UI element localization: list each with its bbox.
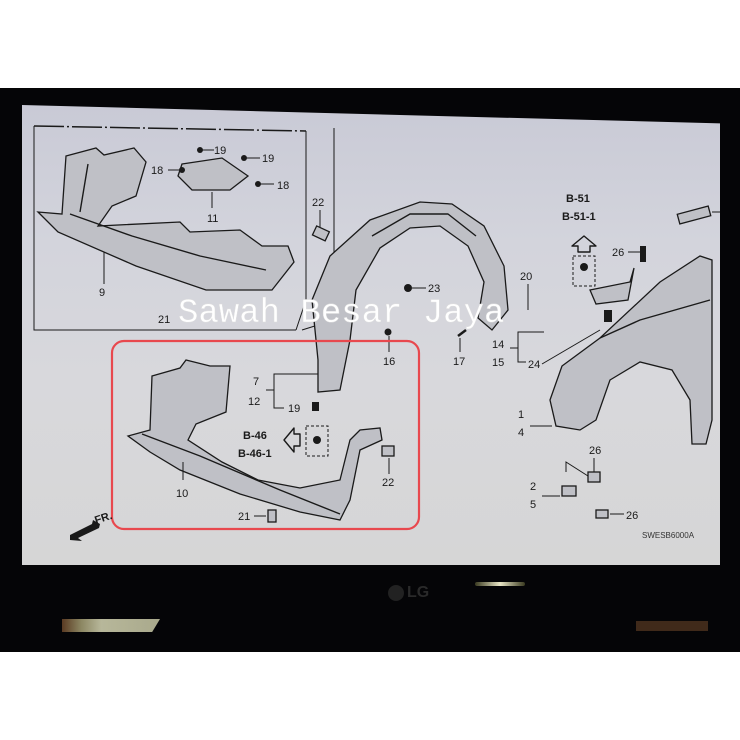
reference-b46-label: B-46 bbox=[243, 430, 267, 442]
callout-17: 17 bbox=[453, 356, 465, 368]
arrow-front-icon bbox=[70, 520, 100, 541]
callout-4: 4 bbox=[518, 427, 524, 439]
lg-logo: LG bbox=[388, 584, 429, 602]
callout-16: 16 bbox=[383, 356, 395, 368]
callout-22: 22 bbox=[312, 197, 324, 209]
callout-19: 19 bbox=[262, 153, 274, 165]
callout-21: 21 bbox=[238, 511, 250, 523]
under-cover-part-9 bbox=[36, 147, 295, 291]
callout-11: 11 bbox=[207, 213, 218, 225]
callout-20: 20 bbox=[520, 271, 532, 283]
callout-7: 7 bbox=[253, 376, 259, 388]
arrow-up-icon bbox=[571, 235, 597, 253]
bolt-22-top: 22 bbox=[311, 197, 331, 242]
watermark-text: Sawah Besar Jaya bbox=[178, 295, 504, 333]
callout-9: 9 bbox=[99, 287, 105, 299]
callout-22: 22 bbox=[382, 477, 394, 489]
cover-plate-part-11 bbox=[177, 157, 250, 191]
lg-brand-text: LG bbox=[407, 584, 430, 601]
callout-5: 5 bbox=[530, 499, 536, 511]
callout-15: 15 bbox=[492, 357, 504, 369]
front-fender: 26 1 4 26 2 5 26 SWESB6000A bbox=[518, 205, 720, 540]
callout-26: 26 bbox=[612, 247, 624, 259]
top-left-panel: 19 19 18 18 11 9 21 bbox=[33, 125, 335, 331]
callout-26: 26 bbox=[589, 445, 601, 457]
reference-b51: B-51 B-51-1 bbox=[562, 193, 597, 287]
callout-18: 18 bbox=[151, 165, 163, 177]
callout-10: 10 bbox=[176, 488, 188, 500]
desk-sticker bbox=[62, 619, 160, 632]
reference-b46-1-label: B-46-1 bbox=[238, 448, 272, 460]
callout-14: 14 bbox=[492, 339, 504, 351]
inner-fender-liner: 23 16 17 20 14 15 24 bbox=[311, 201, 601, 393]
callout-21: 21 bbox=[158, 314, 170, 326]
front-direction-marker: FR. bbox=[70, 510, 114, 541]
callout-19: 19 bbox=[288, 403, 300, 415]
splash-shield-part-10 bbox=[126, 359, 383, 521]
desk-object bbox=[636, 621, 708, 631]
reference-b51-label: B-51 bbox=[566, 193, 590, 205]
callout-1: 1 bbox=[518, 409, 524, 421]
arrow-left-icon bbox=[283, 427, 301, 453]
callout-2: 2 bbox=[530, 481, 536, 493]
bezel-light-reflection bbox=[475, 582, 525, 586]
callout-19: 19 bbox=[214, 145, 226, 157]
reference-b51-1-label: B-51-1 bbox=[562, 211, 596, 223]
callout-12: 12 bbox=[248, 396, 260, 408]
highlight-box-splash-shield: 10 7 12 19 B-46 B-46-1 22 21 bbox=[110, 339, 421, 531]
callout-24: 24 bbox=[528, 359, 540, 371]
callout-26: 26 bbox=[626, 510, 638, 522]
fr-label: FR. bbox=[93, 510, 114, 527]
highlight-frame bbox=[110, 339, 421, 531]
lg-logo-icon bbox=[388, 585, 404, 601]
diagram-code: SWESB6000A bbox=[642, 531, 695, 540]
callout-23: 23 bbox=[428, 283, 440, 295]
callout-18: 18 bbox=[277, 180, 289, 192]
